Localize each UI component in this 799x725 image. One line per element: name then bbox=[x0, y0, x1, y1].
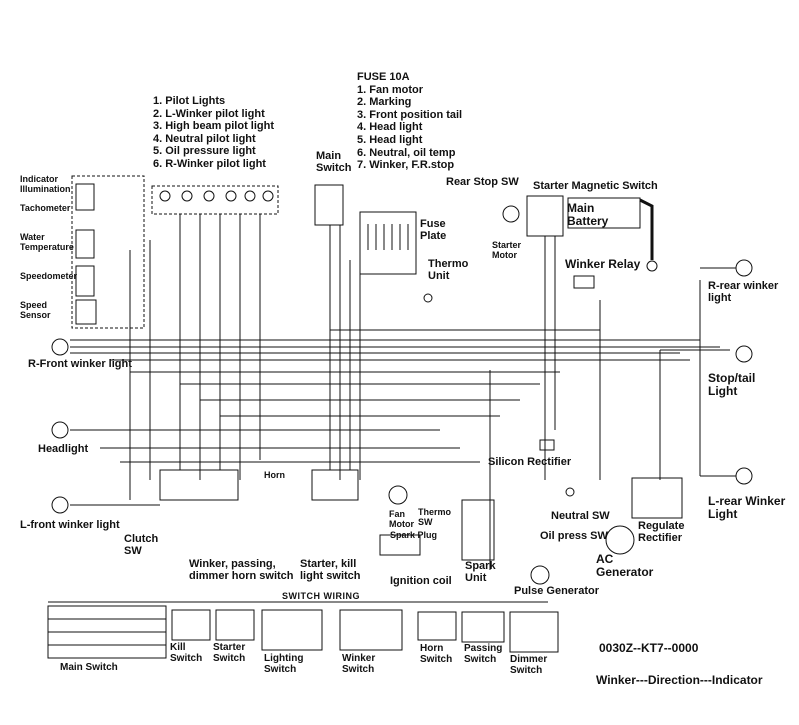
part-code: 0030Z--KT7--0000 bbox=[599, 641, 699, 655]
main-switch-connector bbox=[314, 184, 344, 226]
label-stop-tail-light: Stop/tail Light bbox=[708, 371, 756, 398]
pilot-lights-item: 3. High beam pilot light bbox=[153, 120, 274, 133]
label-starter-magnetic-switch: Starter Magnetic Switch bbox=[533, 180, 658, 192]
silicon-rectifier-box bbox=[539, 439, 555, 451]
pilot-lights-item: 2. L-Winker pilot light bbox=[153, 107, 265, 120]
switch-label-horn: Horn Switch bbox=[420, 643, 453, 665]
label-winker-passing-dimmer-horn-switch: Winker, passing, dimmer horn switch bbox=[189, 558, 294, 582]
label-pulse-generator: Pulse Generator bbox=[514, 585, 599, 597]
winker-relay-box bbox=[573, 275, 595, 289]
label-fan-motor: Fan Motor bbox=[389, 509, 414, 529]
tachometer-unit bbox=[75, 229, 95, 259]
switch-label-lighting: Lighting Switch bbox=[264, 653, 304, 675]
switch-label-winker: Winker Switch bbox=[342, 653, 376, 675]
label-ignition-coil: Ignition coil bbox=[390, 575, 452, 587]
label-silicon-rectifier: Silicon Rectifier bbox=[488, 456, 572, 468]
pilot-lights-item: 5. Oil pressure light bbox=[153, 145, 256, 158]
label-spark-plug: Spark Plug bbox=[390, 530, 438, 540]
winker-bulbs bbox=[51, 259, 753, 514]
fuse-legend-item: 5. Head light bbox=[357, 133, 423, 146]
switch-label-passing: Passing Switch bbox=[464, 643, 503, 665]
label-main-switch: Main Switch bbox=[316, 150, 352, 174]
switch-label-main: Main Switch bbox=[60, 662, 118, 673]
label-r-front-winker-light: R-Front winker light bbox=[28, 358, 132, 370]
label-thermo-unit: Thermo Unit bbox=[428, 258, 469, 282]
pilot-light-bulbs bbox=[159, 190, 274, 202]
switch-wiring-tables bbox=[47, 601, 559, 659]
label-speedometer: Speedometer bbox=[20, 271, 78, 281]
label-r-rear-winker-light: R-rear winker light bbox=[708, 280, 779, 304]
pilot-lights-item: 4. Neutral pilot light bbox=[153, 132, 256, 145]
switch-label-starter: Starter Switch bbox=[213, 642, 246, 664]
diagram-caption: Winker---Direction---Indicator bbox=[596, 673, 763, 687]
pilot-lights-item: 6. R-Winker pilot light bbox=[153, 157, 266, 170]
pilot-lights-legend: 1. Pilot Lights 2. L-Winker pilot light … bbox=[153, 95, 274, 171]
pulse-generator-symbol bbox=[530, 565, 550, 585]
ac-generator-symbol bbox=[605, 525, 635, 555]
fuse-legend-item: 6. Neutral, oil temp bbox=[357, 146, 456, 159]
fuses bbox=[367, 224, 409, 250]
fuse-legend-title: FUSE 10A bbox=[357, 71, 410, 83]
label-rear-stop-sw: Rear Stop SW bbox=[446, 176, 519, 188]
label-l-rear-winker-light: L-rear Winker Light bbox=[708, 494, 786, 521]
neutral-sw-symbol bbox=[565, 487, 575, 497]
label-thermo-sw: Thermo SW bbox=[418, 507, 452, 527]
label-horn: Horn bbox=[264, 470, 285, 480]
label-starter-kill-light-switch: Starter, kill light switch bbox=[300, 558, 361, 582]
fuse-legend-item: 4. Head light bbox=[357, 121, 423, 134]
fuse-legend: FUSE 10A 1. Fan motor 2. Marking 3. Fron… bbox=[357, 71, 462, 172]
label-water-temperature: Water Temperature bbox=[20, 232, 74, 252]
label-speed-sensor: Speed Sensor bbox=[20, 300, 51, 320]
instrument-cluster-box bbox=[71, 175, 145, 329]
speedometer-unit bbox=[75, 265, 95, 297]
switch-label-dimmer: Dimmer Switch bbox=[510, 654, 548, 676]
thermo-unit-symbol bbox=[423, 293, 433, 303]
label-winker-relay: Winker Relay bbox=[565, 257, 641, 271]
battery-box bbox=[567, 197, 641, 229]
fuse-legend-item: 7. Winker, F.R.stop bbox=[357, 159, 455, 172]
fuse-legend-item: 3. Front position tail bbox=[357, 108, 463, 121]
label-clutch-sw: Clutch SW bbox=[124, 533, 159, 557]
pilot-lights-item: 1. Pilot Lights bbox=[153, 95, 226, 107]
label-ac-generator: AC Generator bbox=[596, 552, 654, 579]
wire-harness bbox=[70, 214, 736, 570]
label-headlight: Headlight bbox=[38, 443, 89, 455]
starter-motor-symbol bbox=[502, 205, 520, 223]
regulate-rectifier-box bbox=[631, 477, 683, 519]
fuse-legend-item: 1. Fan motor bbox=[357, 83, 424, 96]
label-tachometer: Tachometer bbox=[20, 203, 71, 213]
label-indicator-illumination: Indicator Illumination bbox=[20, 174, 71, 194]
speed-sensor-unit bbox=[75, 299, 97, 325]
label-fuse-plate: Fuse Plate bbox=[420, 218, 447, 242]
label-neutral-sw: Neutral SW bbox=[551, 510, 610, 522]
label-spark-unit: Spark Unit bbox=[465, 560, 496, 584]
indicator-illumination-unit bbox=[75, 183, 95, 211]
label-starter-motor: Starter Motor bbox=[492, 240, 522, 260]
battery-cable bbox=[639, 198, 654, 260]
fuse-legend-item: 2. Marking bbox=[357, 96, 412, 109]
starter-magnetic-switch-box bbox=[526, 195, 564, 237]
spark-unit-box bbox=[461, 499, 495, 561]
right-handlebar-connector bbox=[311, 469, 359, 501]
label-l-front-winker-light: L-front winker light bbox=[20, 519, 120, 531]
pilot-light-box bbox=[151, 185, 279, 215]
fuse-plate-box bbox=[359, 211, 417, 275]
left-handlebar-connector bbox=[159, 469, 239, 501]
switch-label-kill: Kill Switch bbox=[170, 642, 203, 664]
label-oil-press-sw: Oil press SW bbox=[540, 530, 608, 542]
label-main-battery: Main Battery bbox=[567, 201, 609, 228]
label-regulate-rectifier: Regulate Rectifier bbox=[638, 520, 685, 544]
battery-ground-terminal bbox=[646, 260, 658, 272]
fan-motor-symbol bbox=[388, 485, 408, 505]
switch-wiring-title: SWITCH WIRING bbox=[282, 591, 360, 601]
ignition-coil-box bbox=[379, 534, 421, 556]
